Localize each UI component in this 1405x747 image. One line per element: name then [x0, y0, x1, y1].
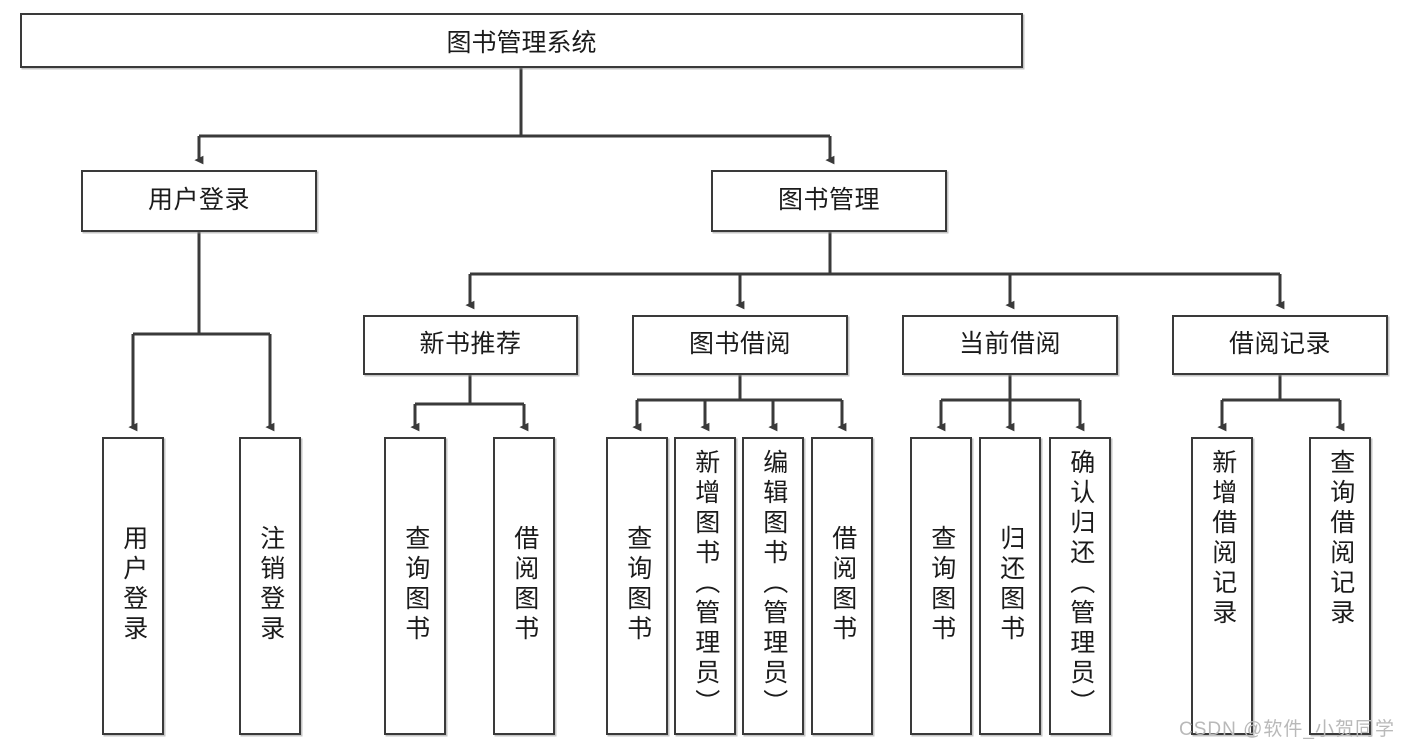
node-current-borrow[interactable]: 当前借阅	[902, 315, 1118, 375]
leaf-add-record-label: 新增借阅记录	[1208, 449, 1237, 629]
leaf-borrow-book-1[interactable]: 借阅图书	[493, 437, 555, 735]
leaf-add-record[interactable]: 新增借阅记录	[1191, 437, 1253, 735]
node-book-manage[interactable]: 图书管理	[711, 170, 947, 232]
leaf-edit-book[interactable]: 编辑图书（管理员）	[742, 437, 804, 735]
node-new-book-recommend-label: 新书推荐	[419, 330, 522, 359]
leaf-query-record-label: 查询借阅记录	[1326, 449, 1355, 629]
node-root[interactable]: 图书管理系统	[20, 13, 1023, 68]
leaf-query-record[interactable]: 查询借阅记录	[1309, 437, 1371, 735]
node-user-login-label: 用户登录	[147, 186, 250, 215]
leaf-return-book[interactable]: 归还图书	[979, 437, 1041, 735]
leaf-user-login-label: 用户登录	[119, 525, 148, 645]
node-user-login[interactable]: 用户登录	[81, 170, 317, 232]
node-borrow-record[interactable]: 借阅记录	[1172, 315, 1388, 375]
leaf-return-book-label: 归还图书	[996, 525, 1025, 645]
leaf-user-login[interactable]: 用户登录	[102, 437, 164, 735]
leaf-query-book-3-label: 查询图书	[927, 525, 956, 645]
node-current-borrow-label: 当前借阅	[958, 330, 1061, 359]
node-root-label: 图书管理系统	[446, 28, 597, 57]
node-book-manage-label: 图书管理	[777, 186, 880, 215]
leaf-query-book-1-label: 查询图书	[401, 525, 430, 645]
leaf-borrow-book-2-label: 借阅图书	[828, 525, 857, 645]
node-book-borrow-label: 图书借阅	[688, 330, 791, 359]
leaf-confirm-return[interactable]: 确认归还（管理员）	[1049, 437, 1111, 735]
leaf-add-book[interactable]: 新增图书（管理员）	[674, 437, 736, 735]
leaf-query-book-3[interactable]: 查询图书	[910, 437, 972, 735]
node-book-borrow[interactable]: 图书借阅	[632, 315, 848, 375]
leaf-query-book-2-label: 查询图书	[623, 525, 652, 645]
leaf-edit-book-label: 编辑图书（管理员）	[759, 449, 788, 719]
node-new-book-recommend[interactable]: 新书推荐	[363, 315, 578, 375]
leaf-confirm-return-label: 确认归还（管理员）	[1066, 449, 1095, 719]
leaf-query-book-1[interactable]: 查询图书	[384, 437, 446, 735]
leaf-borrow-book-2[interactable]: 借阅图书	[811, 437, 873, 735]
leaf-add-book-label: 新增图书（管理员）	[691, 449, 720, 719]
leaf-user-logout-label: 注销登录	[256, 525, 285, 645]
leaf-user-logout[interactable]: 注销登录	[239, 437, 301, 735]
leaf-borrow-book-1-label: 借阅图书	[510, 525, 539, 645]
node-borrow-record-label: 借阅记录	[1228, 330, 1331, 359]
leaf-query-book-2[interactable]: 查询图书	[606, 437, 668, 735]
csdn-watermark: CSDN @软件_小贺同学	[1179, 719, 1395, 740]
